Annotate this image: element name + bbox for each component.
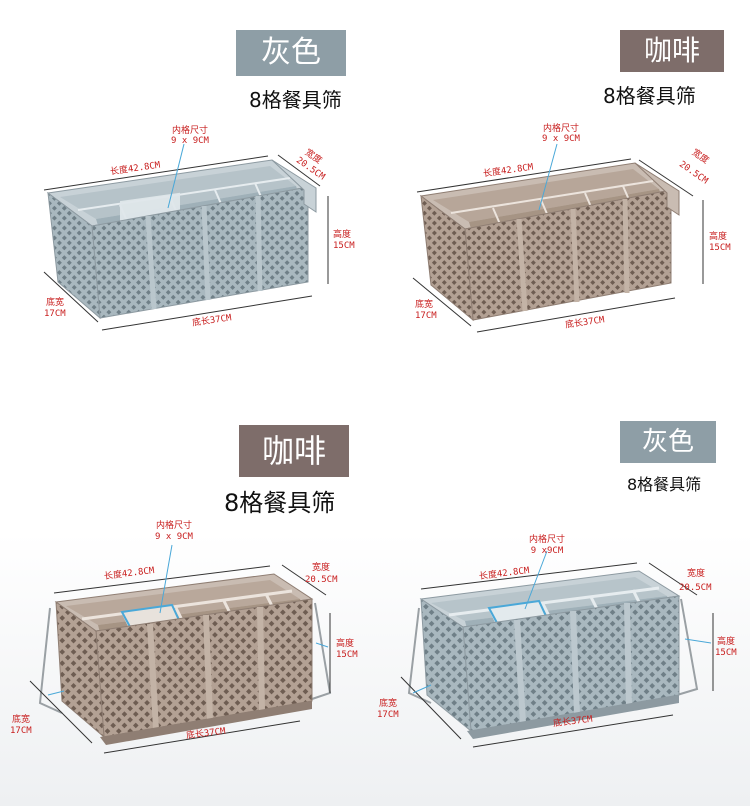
product-panel-brown-top: 咖啡 8格餐具筛 内格尺寸 9 x 9CM 长度42.8CM 宽度 20.5CM… <box>375 0 750 403</box>
product-panel-gray-top: 灰色 8格餐具筛 内格尺寸 9 x 9CM 长度42.8CM 宽度 20.5CM… <box>0 0 375 403</box>
height-value: 15CM <box>336 650 358 660</box>
height-label: 高度 <box>336 639 355 649</box>
product-subtitle: 8格餐具筛 <box>603 84 696 108</box>
height-value: 15CM <box>715 648 737 658</box>
basket-illustration <box>43 143 329 331</box>
base-width-label: 底宽 <box>379 699 398 709</box>
width-label: 宽度 <box>687 569 706 579</box>
inner-size-value: 9 x9CM <box>530 546 564 556</box>
width-value: 20.5CM <box>305 575 338 585</box>
product-subtitle: 8格餐具筛 <box>224 489 336 517</box>
product-panel-gray-bottom: 灰色 8格餐具筛 内格尺寸 9 x9CM 长度42.8CM 宽度 20.5CM … <box>375 403 750 806</box>
product-subtitle: 8格餐具筛 <box>627 475 702 494</box>
inner-size-value: 9 x 9CM <box>171 136 209 146</box>
inner-size-value: 9 x 9CM <box>155 532 193 542</box>
base-width-value: 17CM <box>377 710 399 720</box>
width-value: 20.5CM <box>679 583 712 593</box>
basket-illustration <box>0 533 375 806</box>
base-width-label: 底宽 <box>415 300 434 310</box>
product-panel-brown-bottom: 咖啡 8格餐具筛 内格尺寸 9 x 9CM 长度42.8CM 宽度 20.5CM… <box>0 403 375 806</box>
color-tag: 灰色 <box>620 421 716 463</box>
base-width-value: 17CM <box>10 726 32 736</box>
height-label: 高度 <box>709 232 728 242</box>
inner-size-value: 9 x 9CM <box>542 134 580 144</box>
color-tag: 咖啡 <box>239 425 349 477</box>
basket-illustration <box>412 143 704 333</box>
base-width-label: 底宽 <box>46 298 65 308</box>
inner-size-label: 内格尺寸 <box>155 521 192 531</box>
height-label: 高度 <box>717 637 736 647</box>
height-label: 高度 <box>333 230 352 240</box>
width-label: 宽度 <box>312 563 331 573</box>
product-subtitle: 8格餐具筛 <box>249 88 342 112</box>
inner-size-label: 内格尺寸 <box>171 126 208 136</box>
height-value: 15CM <box>333 241 355 251</box>
height-value: 15CM <box>709 243 731 253</box>
base-width-value: 17CM <box>415 311 437 321</box>
basket-illustration <box>375 533 750 806</box>
base-width-value: 17CM <box>44 309 66 319</box>
base-width-label: 底宽 <box>12 715 31 725</box>
inner-size-label: 内格尺寸 <box>542 124 579 134</box>
inner-size-label: 内格尺寸 <box>528 535 565 545</box>
color-tag: 灰色 <box>236 30 346 76</box>
color-tag: 咖啡 <box>620 30 724 72</box>
